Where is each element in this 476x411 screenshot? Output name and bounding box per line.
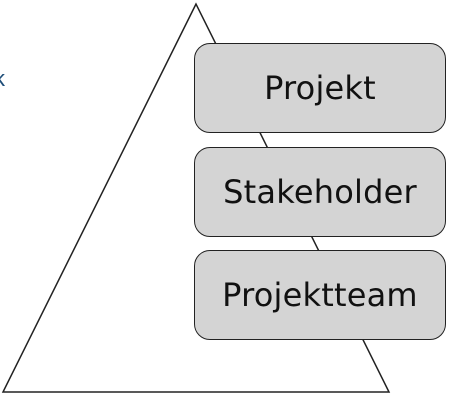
cropped-edge-text: k <box>0 66 5 92</box>
level-box-projektteam: Projektteam <box>194 250 446 340</box>
level-label-projekt: Projekt <box>264 69 376 107</box>
level-box-stakeholder: Stakeholder <box>194 147 446 237</box>
level-label-stakeholder: Stakeholder <box>223 173 417 211</box>
level-label-projektteam: Projektteam <box>222 276 418 314</box>
level-box-projekt: Projekt <box>194 43 446 133</box>
